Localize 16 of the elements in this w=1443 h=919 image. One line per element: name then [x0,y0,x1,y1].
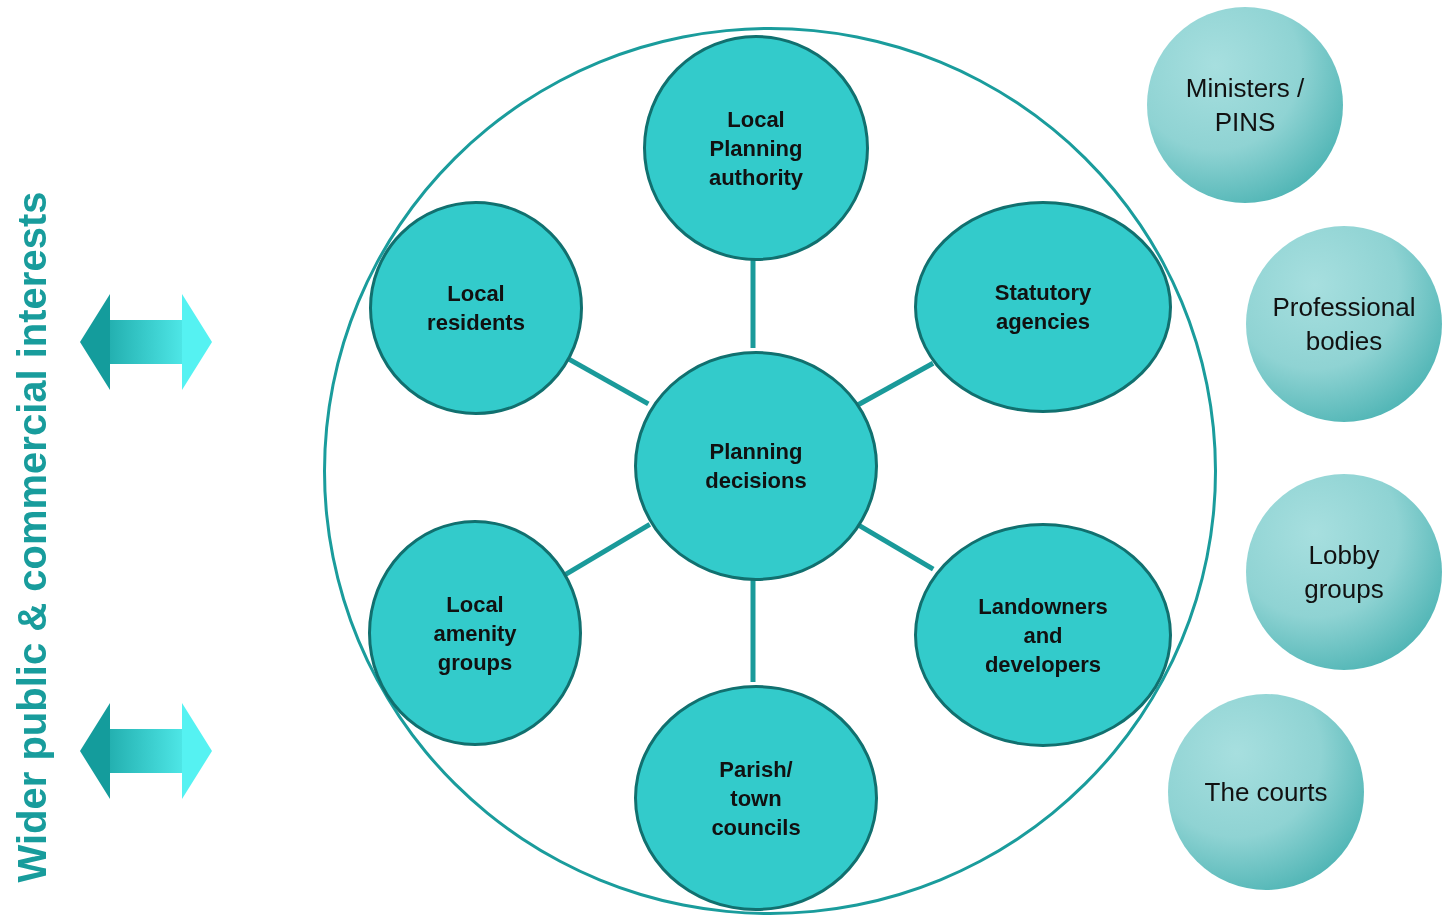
node-label: Local residents [426,280,526,337]
node-label: Landowners and developers [977,592,1109,679]
node-label: Local Planning authority [707,105,805,192]
node-label: Planning decisions [704,438,808,495]
connector-line [856,361,935,407]
node-label: Ministers / PINS [1184,72,1306,139]
node-label: Statutory agencies [993,279,1093,336]
node-label: The courts [1203,776,1329,809]
side-heading: Wider public & commercial interests [9,191,55,883]
node-label: Local amenity groups [432,590,518,677]
node-label: Professional bodies [1271,291,1417,358]
node-label: Lobby groups [1303,539,1385,606]
double-arrow [80,294,212,390]
double-arrow [80,703,212,799]
connector-line [750,258,756,348]
node-label: Parish/ town councils [710,755,802,842]
